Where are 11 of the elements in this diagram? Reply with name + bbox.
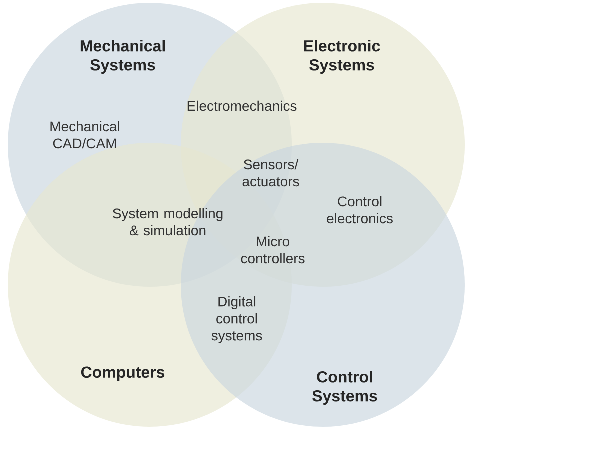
overlap-label: Mechanical CAD/CAM: [50, 121, 120, 149]
overlap-label: Electromechanics: [188, 100, 297, 112]
circle-heading: Electronic Systems: [304, 40, 380, 74]
overlap-label: Digital control systems: [212, 296, 262, 344]
overlap-label: Micro controllers: [241, 236, 305, 264]
circle-heading: Computers: [81, 366, 165, 382]
circle-heading: Control Systems: [312, 371, 378, 405]
overlap-label: Sensors/ actuators: [242, 159, 300, 187]
circle-heading: Mechanical Systems: [80, 40, 165, 74]
overlap-label: System modelling & simulation: [113, 208, 223, 236]
overlap-label: Control electronics: [327, 196, 393, 224]
